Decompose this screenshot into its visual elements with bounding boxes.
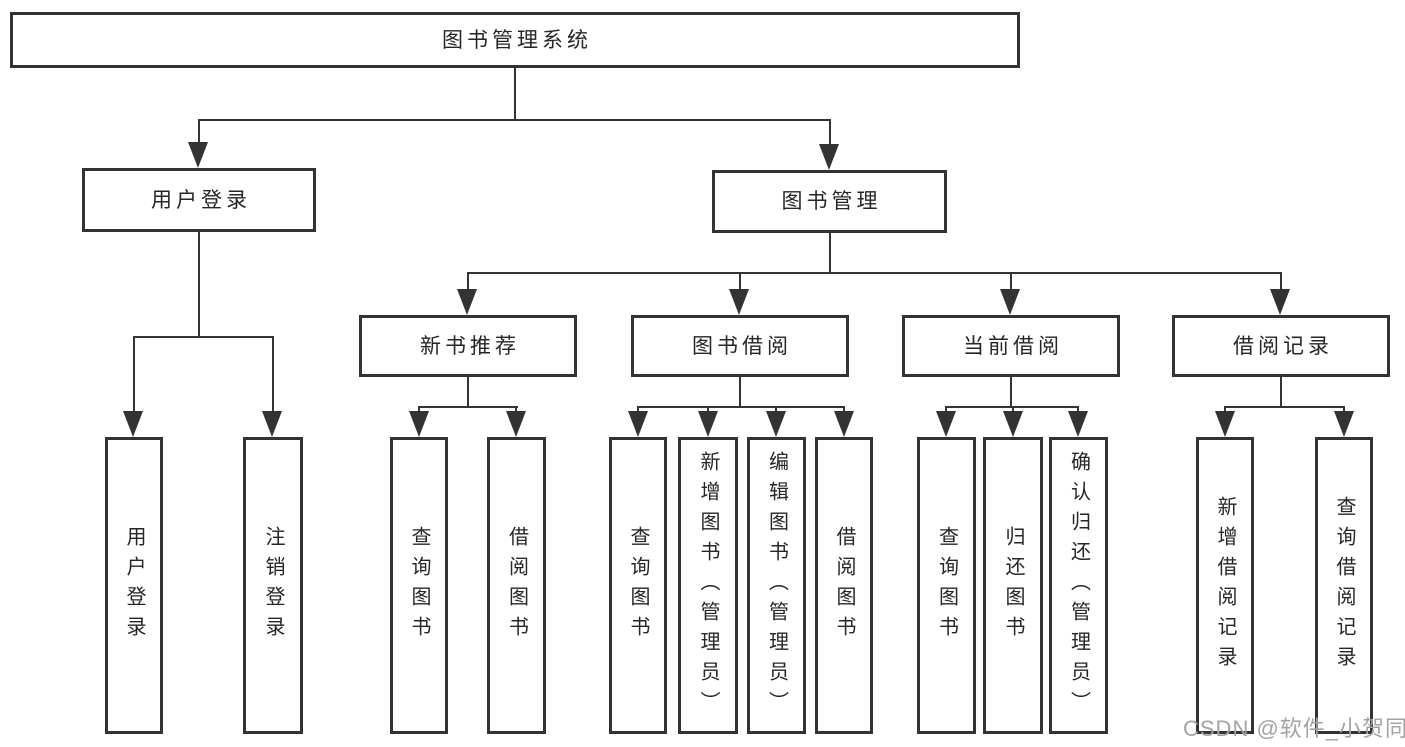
- leaf-user-login: 用户登录: [105, 437, 163, 734]
- connector-line: [198, 119, 831, 121]
- connector-line: [198, 119, 200, 147]
- arrow-down-icon: [628, 411, 648, 437]
- arrow-down-icon: [834, 411, 854, 437]
- leaf-confirm-return-admin: 确认归还（管理员）: [1049, 437, 1108, 734]
- leaf-label: 编辑图书（管理员）: [765, 450, 788, 721]
- leaf-label: 用户登录: [123, 525, 145, 646]
- leaf-label: 查询图书: [627, 525, 649, 646]
- leaf-label: 借阅图书: [833, 525, 855, 646]
- leaf-query-books-borrowing: 查询图书: [609, 437, 667, 734]
- leaf-query-books-current: 查询图书: [917, 437, 976, 734]
- connector-line: [637, 406, 845, 408]
- connector-line: [739, 272, 741, 295]
- arrow-down-icon: [729, 289, 749, 315]
- arrow-down-icon: [262, 411, 282, 437]
- leaf-borrow-books-borrowing: 借阅图书: [815, 437, 873, 734]
- arrow-down-icon: [1000, 289, 1020, 315]
- arrow-down-icon: [409, 411, 429, 437]
- arrow-down-icon: [123, 411, 143, 437]
- leaf-add-borrow-record: 新增借阅记录: [1196, 437, 1254, 734]
- leaf-label: 查询图书: [408, 525, 430, 646]
- leaf-label: 注销登录: [262, 525, 284, 646]
- leaf-return-book: 归还图书: [983, 437, 1043, 734]
- node-user-login: 用户登录: [82, 168, 316, 232]
- connector-line: [514, 68, 516, 120]
- connector-line: [829, 119, 831, 149]
- leaf-edit-book-admin: 编辑图书（管理员）: [747, 437, 806, 734]
- connector-line: [467, 272, 1282, 274]
- arrow-down-icon: [457, 289, 477, 315]
- arrow-down-icon: [819, 144, 839, 170]
- connector-line: [467, 272, 469, 295]
- leaf-label: 查询借阅记录: [1333, 495, 1355, 676]
- arrow-down-icon: [1068, 411, 1088, 437]
- csdn-watermark: CSDN @软件_小贺同学: [1183, 716, 1405, 741]
- connector-line: [1010, 272, 1012, 295]
- node-current-borrowing: 当前借阅: [902, 315, 1120, 377]
- node-label: 图书管理: [781, 190, 882, 213]
- arrow-down-icon: [506, 411, 526, 437]
- node-book-borrowing: 图书借阅: [631, 315, 849, 377]
- arrow-down-icon: [1270, 289, 1290, 315]
- connector-line: [467, 377, 469, 408]
- node-label: 用户登录: [151, 188, 251, 212]
- connector-line: [1010, 377, 1012, 408]
- connector-line: [1224, 406, 1345, 408]
- leaf-label: 查询图书: [935, 525, 958, 646]
- arrow-down-icon: [1334, 411, 1354, 437]
- connector-line: [272, 336, 274, 415]
- leaf-query-borrow-record: 查询借阅记录: [1315, 437, 1373, 734]
- connector-line: [739, 377, 741, 408]
- connector-line: [418, 406, 518, 408]
- connector-line: [1280, 377, 1282, 408]
- arrow-down-icon: [1215, 411, 1235, 437]
- node-new-book-recommend: 新书推荐: [359, 315, 577, 377]
- arrow-down-icon: [1003, 411, 1023, 437]
- node-label: 图书借阅: [692, 334, 792, 358]
- node-book-management: 图书管理: [712, 170, 947, 233]
- leaf-add-book-admin: 新增图书（管理员）: [678, 437, 738, 734]
- arrow-down-icon: [188, 142, 208, 168]
- connector-line: [829, 233, 831, 273]
- arrow-down-icon: [936, 411, 956, 437]
- arrow-down-icon: [698, 411, 718, 437]
- node-label: 当前借阅: [963, 334, 1063, 358]
- node-library-system: 图书管理系统: [10, 12, 1020, 68]
- leaf-label: 确认归还（管理员）: [1067, 450, 1090, 721]
- node-label: 新书推荐: [420, 334, 520, 358]
- leaf-label: 新增图书（管理员）: [697, 450, 719, 721]
- connector-line: [1280, 272, 1282, 295]
- node-label: 图书管理系统: [442, 28, 592, 52]
- leaf-label: 归还图书: [1002, 525, 1024, 646]
- connector-line: [133, 336, 274, 338]
- arrow-down-icon: [766, 411, 786, 437]
- connector-line: [198, 232, 200, 337]
- leaf-logout: 注销登录: [243, 437, 303, 734]
- leaf-label: 借阅图书: [505, 525, 528, 646]
- leaf-borrow-books-recommend: 借阅图书: [487, 437, 546, 734]
- node-label: 借阅记录: [1233, 334, 1333, 358]
- leaf-label: 新增借阅记录: [1214, 495, 1236, 676]
- leaf-query-books-recommend: 查询图书: [390, 437, 448, 734]
- node-borrowing-records: 借阅记录: [1172, 315, 1390, 377]
- connector-line: [133, 336, 135, 415]
